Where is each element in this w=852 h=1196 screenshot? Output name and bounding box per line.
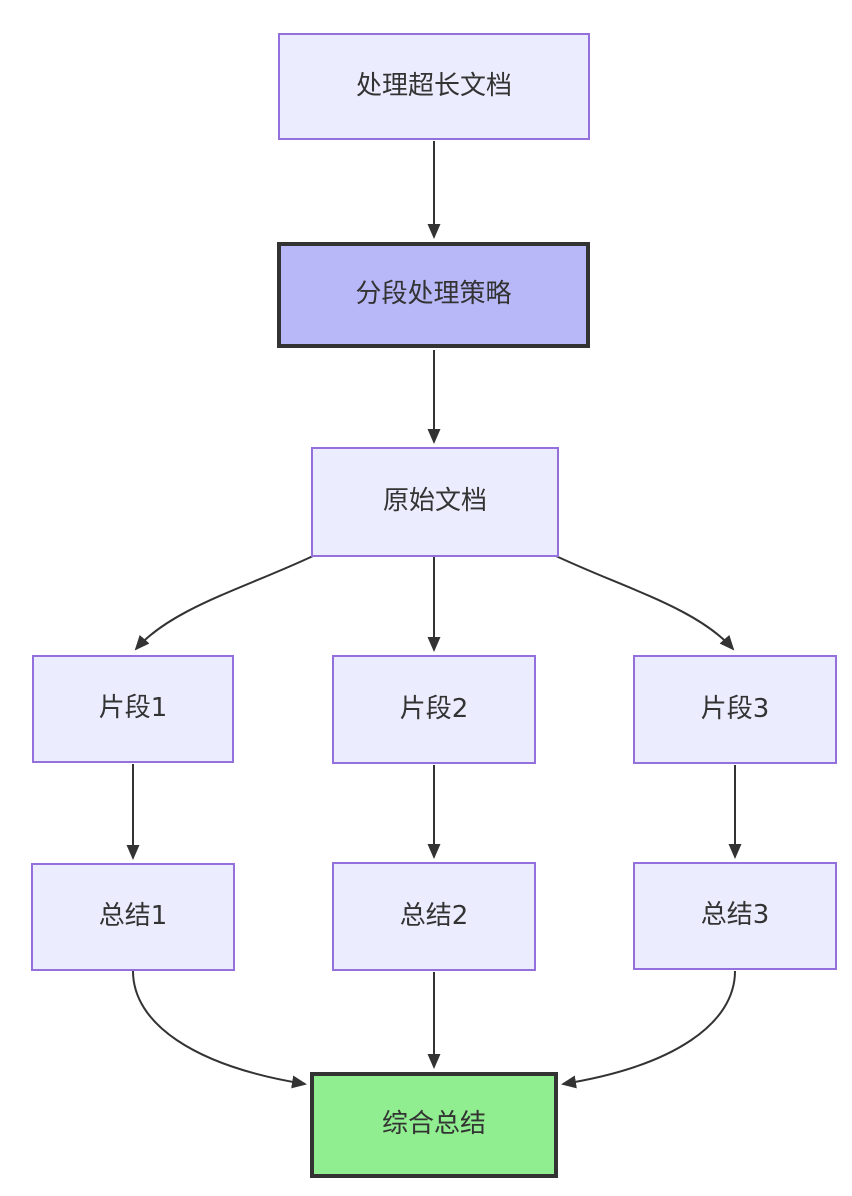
edge-original-to-frag3 xyxy=(555,555,735,651)
node-process-long-document: 处理超长文档 xyxy=(278,33,590,140)
node-segmentation-strategy: 分段处理策略 xyxy=(277,242,590,348)
node-label: 总结1 xyxy=(98,901,168,932)
node-label: 综合总结 xyxy=(381,1109,486,1140)
node-fragment-2: 片段2 xyxy=(332,655,536,764)
node-label: 片段1 xyxy=(98,693,168,724)
edge-sum3-to-final xyxy=(561,970,736,1089)
node-summary-3: 总结3 xyxy=(633,862,837,970)
node-combined-summary: 综合总结 xyxy=(310,1072,558,1178)
node-label: 总结3 xyxy=(700,900,770,931)
node-label: 片段2 xyxy=(399,693,469,724)
node-label: 原始文档 xyxy=(382,486,487,517)
node-label: 总结2 xyxy=(399,900,469,931)
node-label: 片段3 xyxy=(700,693,770,724)
node-summary-2: 总结2 xyxy=(332,862,536,971)
edge-sum1-to-final xyxy=(132,970,307,1089)
edge-original-to-frag1 xyxy=(134,555,314,651)
node-fragment-3: 片段3 xyxy=(633,655,837,764)
node-label: 分段处理策略 xyxy=(355,279,512,310)
node-fragment-1: 片段1 xyxy=(32,655,234,763)
node-original-document: 原始文档 xyxy=(311,447,559,557)
node-label: 处理超长文档 xyxy=(355,70,512,101)
node-summary-1: 总结1 xyxy=(31,863,235,971)
